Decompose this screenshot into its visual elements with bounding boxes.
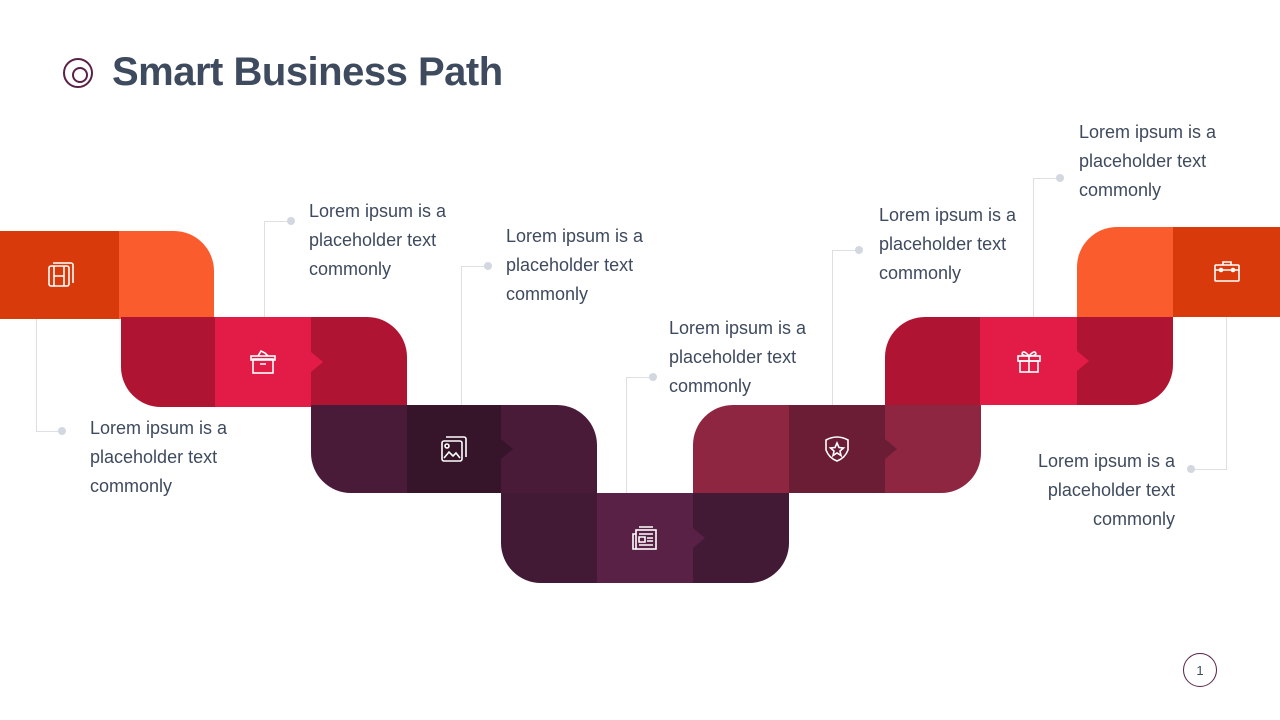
step-6-text: Lorem ipsum is a placeholder text common… xyxy=(1079,122,1217,200)
connector-dot xyxy=(855,246,863,254)
path-segment xyxy=(1077,227,1173,317)
target-icon xyxy=(63,58,93,88)
step-4-icon-block xyxy=(597,493,705,583)
step-1-text: Lorem ipsum is a placeholder text common… xyxy=(90,418,228,496)
step-1-icon-block xyxy=(0,231,119,319)
path-segment xyxy=(311,405,407,493)
step-5-icon-block xyxy=(789,405,897,493)
gift-icon xyxy=(1016,351,1041,373)
connector-dot xyxy=(58,427,66,435)
step-5-text: Lorem ipsum is a placeholder text common… xyxy=(879,205,1017,283)
step-3-text: Lorem ipsum is a placeholder text common… xyxy=(506,226,644,304)
path-segment xyxy=(501,493,597,583)
step-7-icon-block xyxy=(1173,227,1280,317)
connector-dot xyxy=(287,217,295,225)
step-3-icon-block xyxy=(407,405,513,493)
connector-dot xyxy=(1187,465,1195,473)
step-6-icon-block xyxy=(980,317,1089,405)
newspaper-icon xyxy=(632,526,657,550)
connector-dot xyxy=(649,373,657,381)
connector-dot xyxy=(1056,174,1064,182)
step-4-text: Lorem ipsum is a placeholder text common… xyxy=(669,318,807,396)
page-number: 1 xyxy=(1183,653,1217,687)
briefcase-icon xyxy=(1213,261,1240,282)
shield-star-icon xyxy=(825,436,849,462)
path-segment xyxy=(121,317,215,407)
archive-box-icon xyxy=(250,349,276,374)
film-icon xyxy=(47,262,74,287)
connector-dot xyxy=(484,262,492,270)
path-segment xyxy=(693,405,789,493)
image-icon xyxy=(441,436,467,462)
path-segment xyxy=(693,493,789,583)
page-title: Smart Business Path xyxy=(112,50,503,94)
step-7-text: Lorem ipsum is a placeholder text common… xyxy=(1037,451,1175,529)
path-segment xyxy=(501,405,597,493)
step-2-icon-block xyxy=(215,317,323,407)
path-segment xyxy=(1077,317,1173,405)
path-segment xyxy=(885,405,981,493)
path-segment xyxy=(119,231,214,319)
step-2-text: Lorem ipsum is a placeholder text common… xyxy=(309,201,447,279)
path-segment xyxy=(311,317,407,407)
path-segment xyxy=(885,317,980,405)
